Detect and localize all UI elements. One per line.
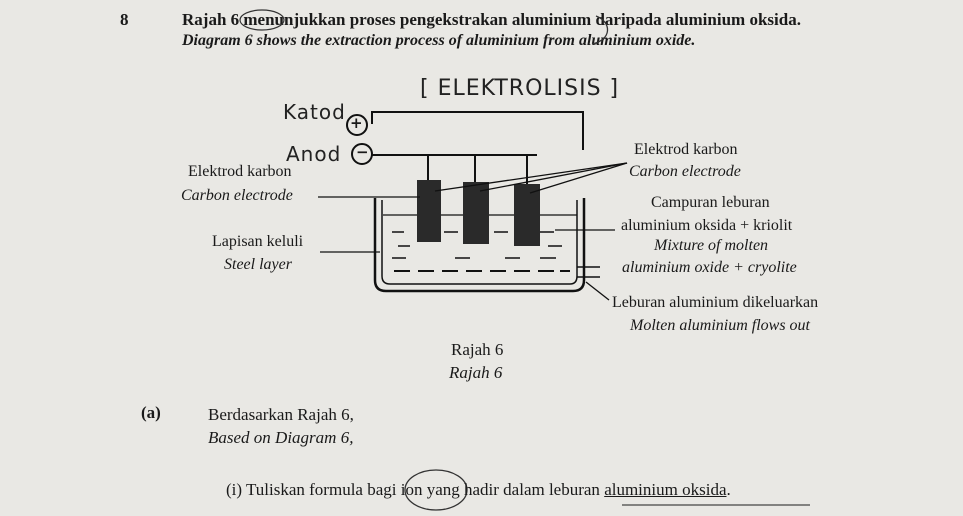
part-a-i-underlined: aluminium oksida bbox=[604, 480, 727, 499]
label-outflow-en: Molten aluminium flows out bbox=[630, 317, 810, 334]
handwritten-anod: Anod bbox=[286, 142, 342, 166]
part-a-i-end: . bbox=[726, 480, 731, 499]
pen-circle-mark bbox=[239, 9, 285, 31]
handwritten-katod: Katod bbox=[283, 100, 346, 124]
positive-terminal-icon bbox=[346, 114, 368, 136]
label-right-electrode-en: Carbon electrode bbox=[629, 163, 741, 180]
label-mixture-ms-2: aluminium oksida + kriolit bbox=[621, 217, 793, 234]
part-a-label: (a) bbox=[141, 403, 161, 422]
steel-layer bbox=[373, 198, 586, 293]
molten-mixture bbox=[392, 231, 562, 259]
negative-terminal-icon bbox=[351, 143, 373, 165]
handwritten-title: [ ELEKTROLISIS ] bbox=[420, 76, 620, 101]
part-a-prompt-ms: Berdasarkan Rajah 6, bbox=[208, 405, 354, 424]
carbon-electrode-block bbox=[417, 180, 441, 242]
label-outflow-ms: Leburan aluminium dikeluarkan bbox=[612, 294, 819, 311]
diagram-caption-ms: Rajah 6 bbox=[451, 340, 504, 359]
label-mixture-en-1: Mixture of molten bbox=[654, 237, 769, 254]
minus-sign: − bbox=[356, 143, 369, 161]
carbon-electrode-block bbox=[514, 184, 540, 246]
label-left-electrode-ms: Elektrod karbon bbox=[188, 163, 292, 180]
plus-sign: + bbox=[350, 114, 363, 132]
carbon-electrode-block bbox=[463, 182, 489, 244]
part-a-prompt-en: Based on Diagram 6, bbox=[208, 428, 354, 447]
label-steel-ms: Lapisan keluli bbox=[212, 233, 304, 250]
pen-circle-ion bbox=[404, 469, 468, 511]
label-steel-en: Steel layer bbox=[224, 256, 292, 273]
question-intro-ms: Rajah 6 menunjukkan proses pengekstrakan… bbox=[182, 10, 801, 29]
diagram-caption-en: Rajah 6 bbox=[449, 363, 503, 382]
part-a-i-text: Tuliskan formula bagi ion yang hadir dal… bbox=[246, 480, 605, 499]
part-a-i-label: (i) bbox=[226, 480, 243, 499]
part-a-i-question: (i) Tuliskan formula bagi ion yang hadir… bbox=[226, 480, 731, 500]
question-intro-en: Diagram 6 shows the extraction process o… bbox=[182, 32, 696, 49]
pen-bracket-mark bbox=[591, 15, 609, 45]
label-mixture-ms-1: Campuran leburan bbox=[651, 194, 770, 211]
question-number: 8 bbox=[120, 10, 129, 29]
label-left-electrode-en: Carbon electrode bbox=[181, 187, 293, 204]
label-mixture-en-2: aluminium oxide + cryolite bbox=[622, 259, 797, 276]
label-right-electrode-ms: Elektrod karbon bbox=[634, 141, 738, 158]
